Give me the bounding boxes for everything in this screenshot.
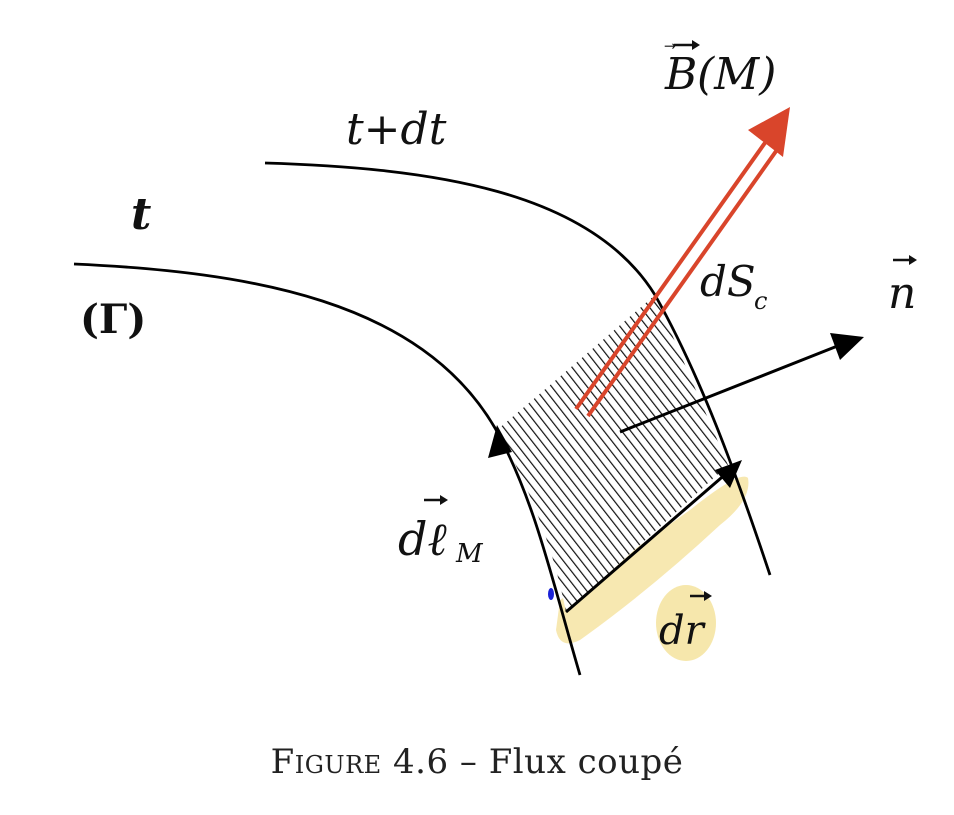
caption-figure-word: Figure	[270, 742, 382, 782]
label-dr: dr	[659, 591, 712, 654]
label-t: t	[131, 189, 151, 240]
svg-text:(M): (M)	[697, 49, 776, 100]
label-n: n	[888, 255, 917, 319]
label-dl-M: dℓ M	[398, 495, 484, 569]
caption-number: 4.6	[393, 742, 449, 782]
blue-mark	[548, 588, 554, 600]
svg-text:M: M	[455, 539, 484, 569]
field-arrow-icon	[748, 107, 790, 157]
svg-text:n: n	[888, 268, 916, 319]
dr-vector	[565, 470, 729, 614]
caption-separator: –	[459, 742, 478, 782]
caption-title: Flux coupé	[488, 742, 684, 782]
field-vector-line-b	[586, 145, 781, 418]
figure-caption: Figure 4.6 – Flux coupé	[0, 742, 954, 782]
label-B-M: ⃗ B (M)	[664, 40, 776, 100]
label-dSc: dS c	[700, 257, 767, 315]
svg-text:dℓ: dℓ	[398, 512, 447, 566]
dr-label-highlight	[656, 585, 716, 661]
dr-highlight	[556, 476, 749, 644]
normal-vector	[619, 343, 841, 434]
svg-text:c: c	[754, 287, 767, 315]
field-vector-line-a	[574, 138, 769, 411]
curve-gamma-t	[73, 262, 582, 676]
normal-arrow-icon	[830, 333, 864, 360]
label-gamma: (Γ)	[80, 296, 146, 343]
svg-text:B: B	[664, 49, 697, 100]
svg-text:dS: dS	[700, 257, 756, 306]
dr-arrow-icon	[715, 460, 742, 488]
svg-text:dr: dr	[659, 608, 707, 654]
dl-arrow-icon	[488, 425, 512, 458]
label-t-plus-dt: t+dt	[346, 104, 447, 155]
